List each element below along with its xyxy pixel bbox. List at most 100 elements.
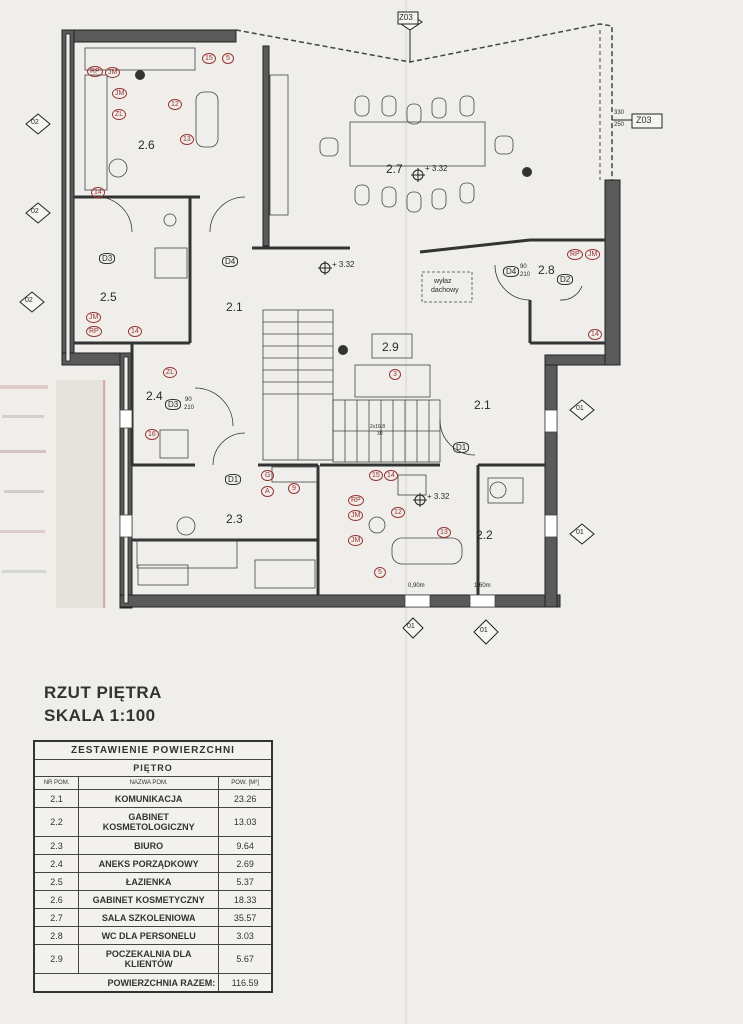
col-header-name: NAZWA POM. [78,776,220,790]
section-marker: 02 [31,208,39,215]
marker-5: 5 [374,567,386,578]
door-code: D1 [453,442,470,453]
total-value: 116.59 [218,973,273,993]
room-label-2-2: 2.2 [476,528,493,542]
marker-rp: RP [86,326,102,337]
roof-exit-label: dachowy [431,287,459,294]
stair-label: 30 [377,431,383,437]
door-code: D4 [222,256,239,267]
room-label-2-5: 2.5 [100,290,117,304]
marker-jm: JM [105,67,121,78]
door-code: D3 [165,399,182,410]
section-marker: 01 [480,627,488,634]
level-label: + 3.32 [425,164,448,173]
door-code: D4 [503,266,520,277]
room-label-2-7: 2.7 [386,162,403,176]
zone-marker-top: Z03 [399,13,413,22]
room-nr: 2.6 [33,890,80,909]
dim-z03-a: 330 [614,110,625,116]
section-marker: 02 [31,119,39,126]
marker-13: 13 [437,527,451,538]
marker-zl: ZL [112,109,127,120]
marker-3: 3 [389,369,401,380]
marker-jm: JM [348,535,364,546]
marker-14: 14 [384,470,398,481]
room-label-2-1-b: 2.1 [474,398,491,412]
room-name: BIURO [78,836,220,855]
table-subtitle: PIĘTRO [33,759,273,777]
room-label-2-3: 2.3 [226,512,243,526]
room-area: 9.64 [218,836,273,855]
room-area: 18.33 [218,890,273,909]
room-name: GABINET KOSMETYCZNY [78,890,220,909]
room-label-2-1: 2.1 [226,300,243,314]
room-nr: 2.8 [33,926,80,945]
marker-14: 14 [588,329,602,340]
window-mark: 0,90m [408,583,425,589]
marker-jm: JM [112,88,128,99]
room-nr: 2.1 [33,789,80,808]
table-row: 2.7 SALA SZKOLENIOWA 35.57 [33,908,273,927]
window-mark: 1,60m [474,583,491,589]
drawing-title: RZUT PIĘTRA [44,683,162,702]
room-area: 23.26 [218,789,273,808]
room-name: ANEKS PORZĄDKOWY [78,854,220,873]
marker-9: 9 [288,483,300,494]
total-label: POWIERZCHNIA RAZEM: [33,973,220,993]
door-code: D1 [225,474,242,485]
door-dim: 210 [184,405,195,411]
table-row: 2.9 POCZEKALNIA DLA KLIENTÓW 5.67 [33,944,273,974]
room-name: KOMUNIKACJA [78,789,220,808]
table-row: 2.1 KOMUNIKACJA 23.26 [33,789,273,808]
marker-a: A [261,486,274,497]
door-dim: 90 [520,264,527,270]
marker-zl: ZL [163,367,178,378]
room-name: POCZEKALNIA DLA KLIENTÓW [78,944,220,974]
room-area: 5.37 [218,872,273,891]
dim-z03-b: 250 [614,122,625,128]
room-nr: 2.5 [33,872,80,891]
drawing-scale: SKALA 1:100 [44,706,156,725]
door-dim: 90 [185,397,192,403]
photo-stain-area [0,380,106,608]
room-label-2-8: 2.8 [538,263,555,277]
col-header-area: POW. [M²] [218,776,273,790]
marker-14: 14 [91,187,105,198]
table-row: 2.2 GABINET KOSMETOLOGICZNY 13.03 [33,807,273,837]
room-name: GABINET KOSMETOLOGICZNY [78,807,220,837]
room-nr: 2.3 [33,836,80,855]
marker-5: 5 [222,53,234,64]
room-name: WC DLA PERSONELU [78,926,220,945]
marker-jm: JM [86,312,102,323]
room-name: SALA SZKOLENIOWA [78,908,220,927]
col-header-nr: NR POM. [33,776,80,790]
marker-g: G [261,470,275,481]
door-code: D3 [99,253,116,264]
room-area: 2.69 [218,854,273,873]
marker-14: 14 [128,326,142,337]
room-nr: 2.7 [33,908,80,927]
marker-16: 16 [145,429,159,440]
stair-label: 2x16.8 [370,424,386,430]
paper-fold [405,0,407,1024]
marker-12: 12 [168,99,182,110]
marker-13: 13 [180,134,194,145]
section-marker: 01 [576,405,584,412]
section-marker: 02 [25,297,33,304]
marker-12: 12 [391,507,405,518]
room-nr: 2.9 [33,944,80,974]
room-area: 3.03 [218,926,273,945]
roof-exit-label: wyłaz [434,278,452,285]
table-total-row: POWIERZCHNIA RAZEM: 116.59 [33,973,273,993]
room-name: ŁAZIENKA [78,872,220,891]
room-area: 5.67 [218,944,273,974]
room-nr: 2.2 [33,807,80,837]
room-label-2-6: 2.6 [138,138,155,152]
drawing-title-block: RZUT PIĘTRA SKALA 1:100 [44,681,162,727]
table-row: 2.6 GABINET KOSMETYCZNY 18.33 [33,890,273,909]
marker-rp: RP [87,66,103,77]
section-marker: 01 [407,623,415,630]
table-row: 2.3 BIURO 9.64 [33,836,273,855]
room-nr: 2.4 [33,854,80,873]
door-code: D2 [557,274,574,285]
